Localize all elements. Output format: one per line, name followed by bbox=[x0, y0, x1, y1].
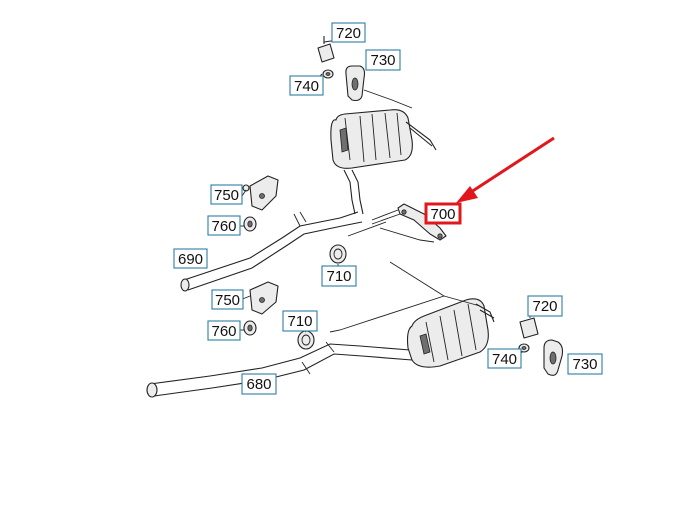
callout-730-top: 730 bbox=[365, 49, 401, 71]
leader-lines bbox=[239, 39, 531, 357]
callout-690: 690 bbox=[173, 248, 208, 269]
svg-text:730: 730 bbox=[370, 52, 395, 69]
clamp-710-mid bbox=[329, 244, 347, 264]
rubber-mount-730-right bbox=[543, 339, 564, 376]
rubber-mount-730-top bbox=[345, 65, 413, 109]
bracket-700 bbox=[371, 203, 447, 241]
svg-text:760: 760 bbox=[211, 323, 236, 340]
callout-740-top: 740 bbox=[289, 75, 324, 96]
svg-text:720: 720 bbox=[532, 298, 557, 315]
callout-750-bottom: 750 bbox=[211, 289, 244, 310]
callout-730-right: 730 bbox=[567, 353, 603, 375]
callout-760-top: 760 bbox=[207, 215, 241, 236]
callout-680: 680 bbox=[241, 373, 277, 395]
svg-text:720: 720 bbox=[336, 25, 361, 42]
clamp-710-lower bbox=[297, 330, 315, 350]
center-pipe-680 bbox=[146, 341, 413, 398]
rubber-760-upper bbox=[243, 216, 257, 232]
callout-720-top: 720 bbox=[331, 22, 366, 43]
callout-740-right: 740 bbox=[487, 348, 522, 369]
hanger-750-lower bbox=[249, 281, 279, 315]
svg-text:740: 740 bbox=[294, 78, 319, 95]
front-pipe-690 bbox=[180, 211, 363, 292]
svg-text:750: 750 bbox=[214, 187, 239, 204]
svg-text:690: 690 bbox=[178, 251, 203, 268]
callout-720-right: 720 bbox=[527, 295, 563, 317]
nut-740-top bbox=[322, 69, 334, 79]
red-arrow-indicator bbox=[456, 136, 555, 203]
svg-text:740: 740 bbox=[492, 351, 517, 368]
svg-text:700: 700 bbox=[430, 206, 455, 223]
callout-710-bottom: 710 bbox=[282, 310, 318, 332]
svg-text:710: 710 bbox=[326, 268, 351, 285]
hanger-750-upper bbox=[242, 175, 279, 211]
hanger-bracket-720-right bbox=[519, 317, 539, 339]
rubber-760-lower bbox=[243, 320, 257, 336]
rear-muffler-upper bbox=[330, 109, 437, 215]
svg-text:730: 730 bbox=[572, 356, 597, 373]
callout-710-mid: 710 bbox=[321, 265, 357, 287]
svg-text:680: 680 bbox=[246, 376, 271, 393]
hanger-bracket-720-top bbox=[317, 36, 335, 63]
svg-text:750: 750 bbox=[215, 292, 240, 309]
callout-760-bottom: 760 bbox=[207, 320, 241, 341]
svg-text:760: 760 bbox=[211, 218, 236, 235]
callout-700-highlighted[interactable]: 700 bbox=[424, 202, 462, 225]
callout-750-top: 750 bbox=[210, 184, 243, 205]
svg-text:710: 710 bbox=[287, 313, 312, 330]
rear-muffler-lower bbox=[406, 298, 495, 368]
